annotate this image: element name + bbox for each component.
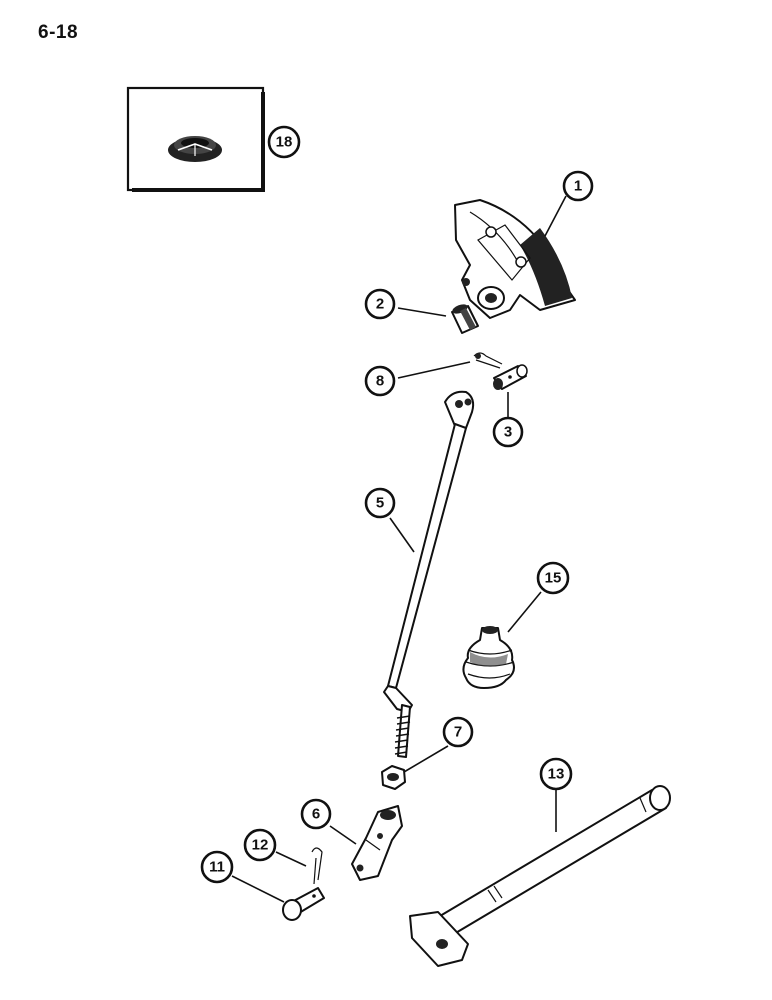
callout-label-6: 6 (312, 806, 320, 823)
callout-3: 3 (492, 416, 524, 448)
bracket-part-1 (454, 199, 576, 319)
shaft-part-13 (409, 785, 671, 967)
plug-part-18 (168, 136, 222, 162)
callout-1: 1 (562, 170, 594, 202)
callout-label-7: 7 (454, 724, 462, 741)
callout-18: 18 (267, 125, 301, 159)
callout-label-11: 11 (209, 859, 225, 876)
yoke-part-6 (351, 805, 403, 881)
rod-part-5 (383, 390, 475, 758)
leader-1 (544, 195, 567, 237)
callout-15: 15 (536, 561, 570, 595)
cotter-pin-part-12 (311, 847, 323, 885)
callout-label-8: 8 (376, 373, 384, 390)
callout-label-18: 18 (276, 134, 293, 151)
callout-11: 11 (200, 850, 234, 884)
inset-box-part-18 (126, 86, 265, 192)
callout-label-3: 3 (504, 424, 512, 441)
bushing-part-2 (451, 304, 479, 334)
page-number: 6-18 (38, 22, 79, 43)
callout-label-5: 5 (376, 495, 384, 512)
callout-12: 12 (243, 828, 277, 862)
callout-7: 7 (442, 716, 474, 748)
leader-5 (389, 517, 415, 553)
nut-part-7 (381, 765, 406, 790)
callout-2: 2 (364, 288, 396, 320)
leader-lines (231, 195, 567, 903)
callout-label-13: 13 (548, 766, 565, 783)
callout-5: 5 (364, 487, 396, 519)
leader-2 (397, 307, 447, 317)
callout-label-15: 15 (545, 570, 562, 587)
leader-12 (275, 851, 307, 867)
callout-13: 13 (539, 757, 573, 791)
leader-7 (403, 745, 449, 773)
leader-6 (329, 825, 357, 845)
leader-8 (397, 361, 471, 379)
boot-part-15 (462, 626, 515, 689)
clevis-pin-part-3 (493, 364, 528, 390)
cotter-pin-part-8 (473, 352, 503, 369)
callout-label-1: 1 (574, 178, 582, 195)
callout-6: 6 (300, 798, 332, 830)
leader-11 (231, 875, 285, 903)
clevis-pin-part-11 (282, 887, 325, 921)
callout-label-2: 2 (376, 296, 384, 313)
callout-8: 8 (364, 365, 396, 397)
callout-label-12: 12 (252, 837, 269, 854)
leader-15 (507, 591, 542, 633)
